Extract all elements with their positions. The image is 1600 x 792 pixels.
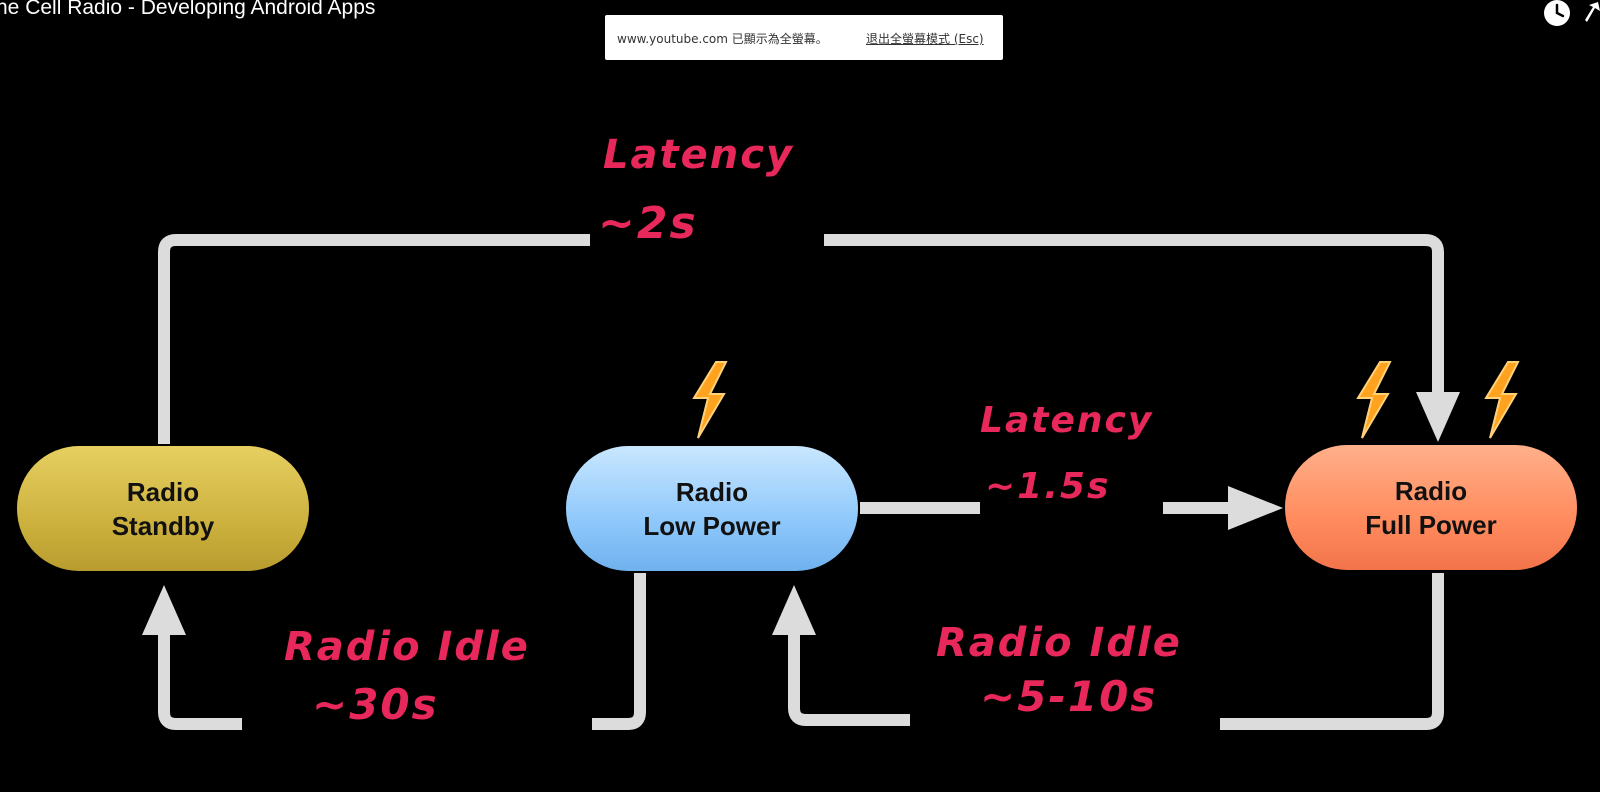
share-arrow-icon[interactable] <box>1585 2 1600 31</box>
arrowhead-into-full-right <box>1228 486 1283 530</box>
connector-standby-up <box>158 234 590 444</box>
fullscreen-notice: www.youtube.com 已顯示為全螢幕。 退出全螢幕模式 (Esc) <box>605 15 1003 60</box>
node-radio-standby: Radio Standby <box>17 446 309 571</box>
node-label-line2: Standby <box>111 510 215 541</box>
annotation-idle-right-value: ~5-10s <box>980 672 1158 721</box>
arrowhead-into-standby <box>142 585 186 635</box>
connector-full-down <box>1220 573 1444 730</box>
video-title[interactable]: he Cell Radio - Developing Android Apps <box>0 0 376 19</box>
lightning-bolt-icon <box>1356 361 1392 439</box>
node-radio-low-power: Radio Low Power <box>566 446 858 571</box>
fullscreen-message: www.youtube.com 已顯示為全螢幕。 <box>617 32 828 46</box>
node-label-line1: Radio <box>126 476 200 507</box>
exit-fullscreen-link[interactable]: 退出全螢幕模式 (Esc) <box>866 32 984 46</box>
annotation-idle-right-label: Radio Idle <box>936 620 1182 666</box>
arrowhead-into-full <box>1416 392 1460 442</box>
annotation-idle-left-label: Radio Idle <box>284 624 530 670</box>
clock-icon[interactable] <box>1542 0 1572 33</box>
connector-top-to-full <box>824 234 1444 395</box>
node-radio-full-power: Radio Full Power <box>1285 445 1577 570</box>
arrowhead-into-low <box>772 585 816 635</box>
connector-low-down <box>592 573 646 730</box>
connector-to-standby-up <box>158 635 242 730</box>
lightning-bolt-icon <box>692 361 728 439</box>
lightning-bolt-icon <box>1484 361 1520 439</box>
node-label-line2: Low Power <box>643 510 781 541</box>
node-label-line1: Radio <box>1394 475 1468 506</box>
annotation-idle-left-value: ~30s <box>312 680 439 729</box>
annotation-latency-mid-value: ~1.5s <box>985 466 1111 507</box>
annotation-latency-mid-label: Latency <box>980 400 1154 441</box>
annotation-latency-top-value: ~2s <box>598 198 698 249</box>
annotation-latency-top-label: Latency <box>603 132 794 178</box>
node-label-line2: Full Power <box>1365 509 1497 540</box>
connector-to-low-up <box>788 635 910 726</box>
node-label-line1: Radio <box>675 476 749 507</box>
